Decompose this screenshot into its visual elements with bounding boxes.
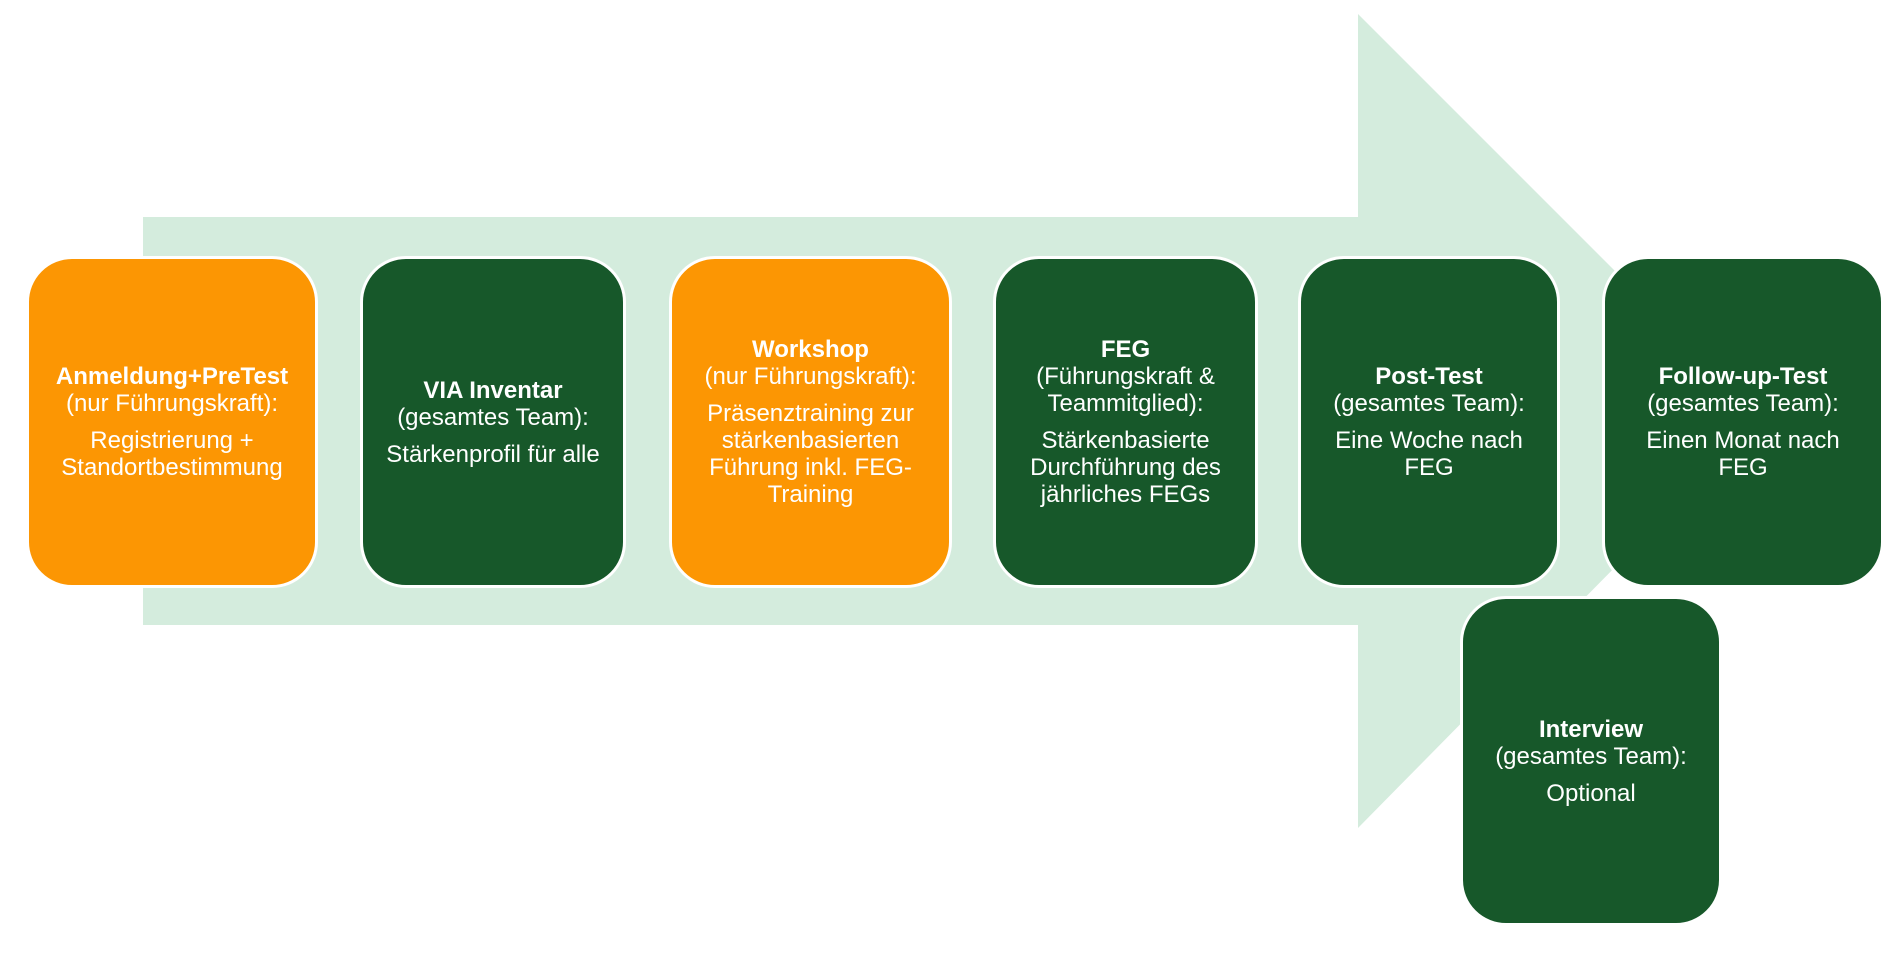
- step-title: Anmeldung+PreTest: [55, 363, 289, 390]
- step-title: Workshop: [752, 336, 869, 363]
- step-description-line: Präsenztraining zur: [707, 400, 914, 427]
- step-title: Follow-up-Test: [1658, 363, 1828, 390]
- step-title: VIA Inventar: [423, 376, 563, 404]
- step-subtitle: (gesamtes Team):: [1495, 742, 1687, 770]
- step-workshop: Workshop (nur Führungskraft): Präsenztra…: [669, 256, 952, 588]
- step-description-line: jährliches FEGs: [1040, 481, 1211, 508]
- process-arrow-shape: [143, 14, 1762, 828]
- step-title: Interview: [1538, 715, 1644, 743]
- step-subtitle: (gesamtes Team):: [1333, 390, 1525, 417]
- step-description-line: Optional: [1546, 779, 1636, 807]
- step-follow-up-test: Follow-up-Test (gesamtes Team): Einen Mo…: [1602, 256, 1884, 588]
- step-description-line: Führung inkl. FEG-: [709, 454, 912, 481]
- step-title: FEG: [1100, 336, 1151, 363]
- step-description: Einen Monat nach FEG: [1646, 427, 1839, 481]
- step-subtitle: (gesamtes Team):: [397, 403, 589, 431]
- step-anmeldung-pretest: Anmeldung+PreTest (nur Führungskraft): R…: [26, 256, 318, 588]
- step-subtitle: (nur Führungskraft):: [704, 363, 917, 390]
- step-description: Optional: [1546, 780, 1635, 807]
- step-post-test: Post-Test (gesamtes Team): Eine Woche na…: [1298, 256, 1560, 588]
- step-subtitle: (nur Führungskraft):: [65, 390, 279, 417]
- step-interview: Interview (gesamtes Team): Optional: [1460, 596, 1722, 926]
- step-title: Post-Test: [1375, 363, 1483, 390]
- step-description-line: FEG: [1404, 454, 1454, 481]
- step-description: Stärkenbasierte Durchführung des jährlic…: [1030, 427, 1221, 508]
- step-description-line: Registrierung +: [90, 427, 254, 454]
- step-description-line: stärkenbasierten: [721, 427, 900, 454]
- step-subtitle: (gesamtes Team):: [1647, 390, 1839, 417]
- step-via-inventar: VIA Inventar (gesamtes Team): Stärkenpro…: [360, 256, 626, 588]
- step-description-line: Einen Monat nach: [1646, 427, 1840, 454]
- step-description: Eine Woche nach FEG: [1335, 427, 1523, 481]
- step-description-line: FEG: [1718, 454, 1768, 481]
- step-subtitle: (Führungskraft &: [1036, 363, 1215, 390]
- step-description-line: Standortbestimmung: [61, 454, 283, 481]
- step-description-line: Training: [767, 481, 854, 508]
- step-feg: FEG (Führungskraft & Teammitglied): Stär…: [993, 256, 1258, 588]
- step-description-line: Durchführung des: [1030, 454, 1221, 481]
- step-subtitle: Teammitglied):: [1047, 390, 1204, 417]
- step-description: Registrierung + Standortbestimmung: [61, 427, 282, 481]
- step-description: Präsenztraining zur stärkenbasierten Füh…: [707, 400, 914, 508]
- step-description: Stärkenprofil für alle: [386, 441, 599, 468]
- step-description-line: Stärkenbasierte: [1041, 427, 1210, 454]
- step-description-line: Stärkenprofil für alle: [386, 440, 600, 468]
- step-description-line: Eine Woche nach: [1335, 427, 1523, 454]
